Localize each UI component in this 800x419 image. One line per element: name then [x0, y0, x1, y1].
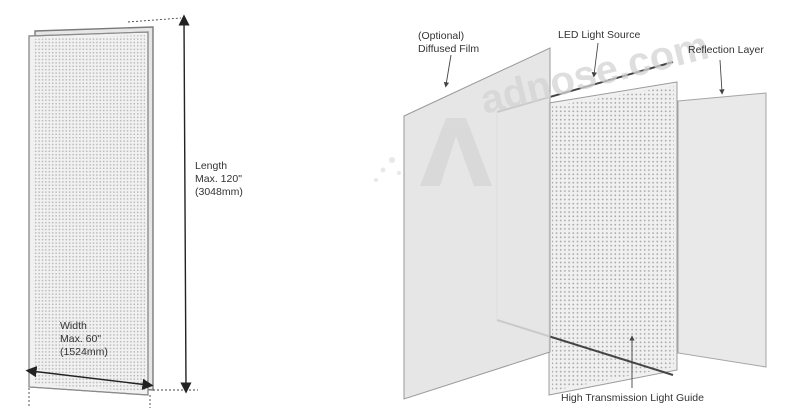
- width-label: Width Max. 60" (1524mm): [60, 320, 108, 359]
- full-panel: [28, 26, 154, 396]
- diffused-film-optional: (Optional): [418, 30, 465, 42]
- length-title: Length: [195, 160, 228, 172]
- width-title: Width: [60, 320, 87, 332]
- length-dimension: [127, 14, 198, 394]
- reflection-layer-sheet: [677, 92, 767, 368]
- led-light-source-label: LED Light Source: [558, 29, 641, 41]
- width-metric: (1524mm): [60, 346, 108, 358]
- watermark-logo-icon: [374, 118, 492, 186]
- light-guide-sheet: [548, 81, 678, 396]
- width-dimension: [25, 366, 154, 408]
- length-metric: (3048mm): [195, 186, 243, 198]
- width-max: Max. 60": [60, 333, 102, 345]
- length-label: Length Max. 120" (3048mm): [195, 160, 243, 199]
- diffused-film-label: (Optional) Diffused Film: [418, 30, 479, 56]
- label-pointers: [443, 42, 725, 388]
- diffused-film-title: Diffused Film: [418, 43, 480, 55]
- length-max: Max. 120": [195, 173, 242, 185]
- light-guide-label: High Transmission Light Guide: [561, 392, 704, 404]
- reflection-layer-label: Reflection Layer: [688, 44, 764, 56]
